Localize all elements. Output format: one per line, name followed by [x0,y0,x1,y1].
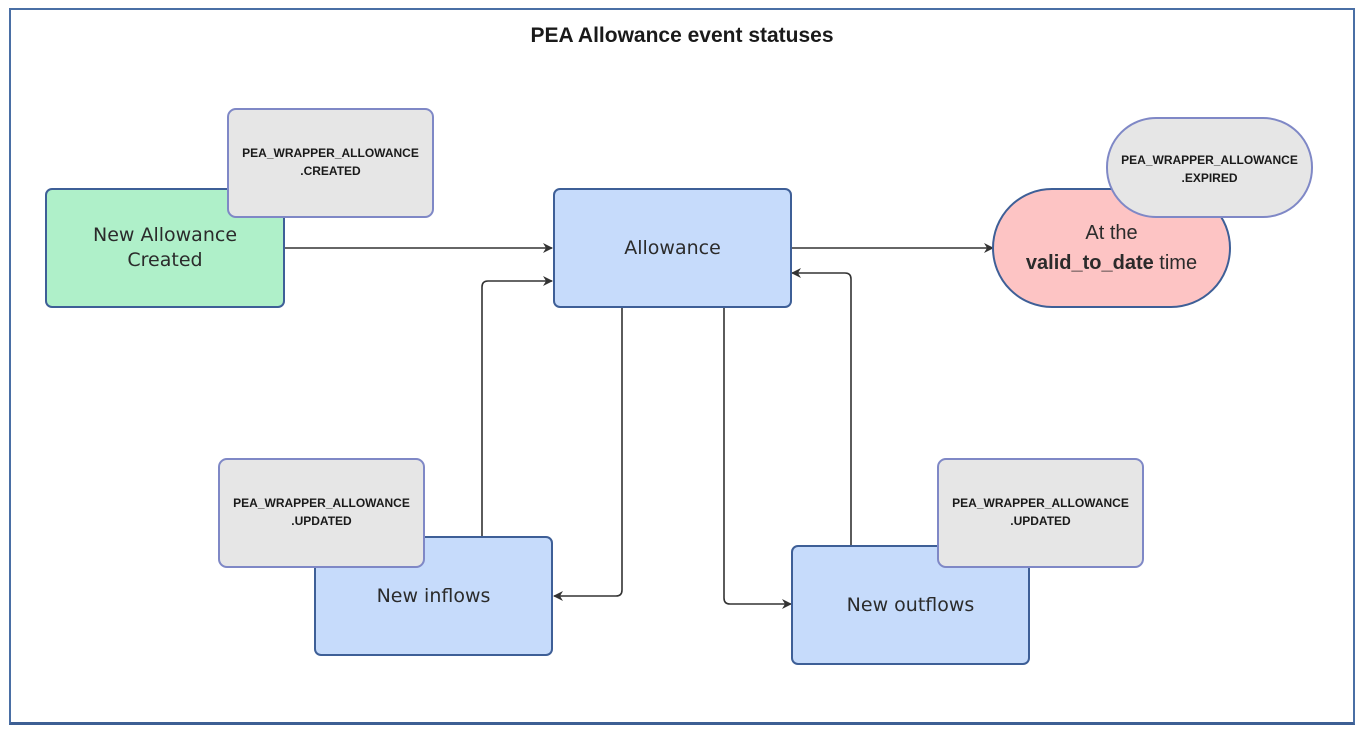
event-tag-updated-outflows: PEA_WRAPPER_ALLOWANCE .UPDATED [937,458,1144,568]
expired-line1: At the [1085,222,1138,244]
event-tag-expired: PEA_WRAPPER_ALLOWANCE .EXPIRED [1106,117,1313,218]
event-updated-inflows-line1: PEA_WRAPPER_ALLOWANCE [233,496,410,510]
allowance-node: Allowance [553,188,792,308]
event-updated-outflows-line2: .UPDATED [1010,514,1071,528]
event-tag-updated-inflows: PEA_WRAPPER_ALLOWANCE .UPDATED [218,458,425,568]
expired-suffix: time [1153,252,1198,274]
event-updated-inflows-line2: .UPDATED [291,514,352,528]
diagram-frame [9,8,1355,725]
new-inflows-label: New inflows [376,585,491,607]
arrow-allowance-to-outflows [723,308,792,609]
allowance-label: Allowance [624,237,721,259]
event-created-line2: .CREATED [300,164,361,178]
expired-line2: valid_to_date time [1026,248,1197,278]
diagram-title: PEA Allowance event statuses [530,24,834,47]
new-outflows-label: New outflows [846,594,975,616]
new-allowance-line1: New Allowance [92,224,238,246]
new-allowance-line2: Created [127,249,203,271]
arrow-allowance-to-inflows [553,308,623,601]
new-inflows-node: New inflows [314,536,553,656]
event-tag-created: PEA_WRAPPER_ALLOWANCE .CREATED [227,108,434,218]
event-expired-line2: .EXPIRED [1181,171,1238,185]
expired-field-name: valid_to_date [1025,252,1154,274]
arrow-inflows-to-allowance [481,276,553,536]
event-expired-line1: PEA_WRAPPER_ALLOWANCE [1121,153,1298,167]
event-created-line1: PEA_WRAPPER_ALLOWANCE [242,146,419,160]
arrow-outflows-to-allowance [791,268,852,545]
event-updated-outflows-line1: PEA_WRAPPER_ALLOWANCE [952,496,1129,510]
